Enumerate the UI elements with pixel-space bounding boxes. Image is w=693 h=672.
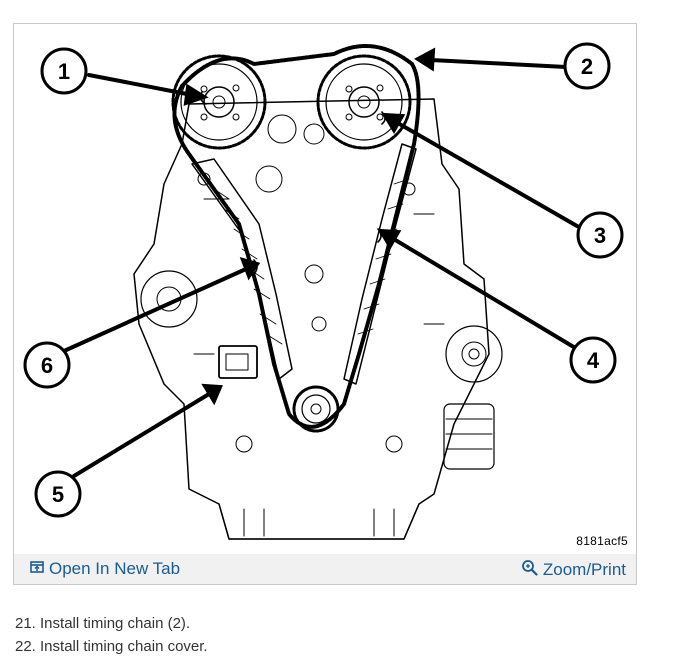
tensioner-pulley <box>445 325 503 383</box>
timing-chain-diagram: 1 2 3 4 5 6 <box>23 42 624 540</box>
water-pump-body <box>140 270 198 328</box>
zoom-print-label: Zoom/Print <box>542 560 626 579</box>
oil-filter <box>443 403 495 470</box>
crankshaft-sprocket <box>292 385 340 433</box>
step-21: 21. Install timing chain (2). <box>15 615 191 632</box>
left-cam-sprocket <box>171 54 267 150</box>
oil-pan <box>218 503 420 540</box>
callout-4-label: 4 <box>587 348 600 373</box>
magnifier-icon <box>521 559 538 581</box>
arrow-5 <box>201 383 223 406</box>
arrow-2 <box>414 47 436 72</box>
callout-3-circle <box>576 211 624 259</box>
callout-4-circle <box>569 336 617 384</box>
callout-6-circle <box>23 341 71 389</box>
open-in-new-tab-link[interactable]: Open In New Tab <box>30 559 180 579</box>
figure-code: 8181acf5 <box>576 534 628 548</box>
arrow-4 <box>377 228 402 250</box>
callout-2-circle <box>563 42 611 90</box>
right-chain-guide <box>343 143 417 385</box>
open-in-new-tab-icon <box>30 559 44 579</box>
arrow-6 <box>239 256 261 281</box>
figure-toolbar: Open In New Tab Zoom/Print <box>14 554 636 584</box>
chain-tensioner <box>218 345 258 379</box>
timing-chain <box>172 44 421 429</box>
left-chain-guide <box>191 158 293 380</box>
instruction-steps: 21. Install timing chain (2). 22. Instal… <box>15 612 208 658</box>
zoom-print-link[interactable]: Zoom/Print <box>521 559 626 581</box>
figure-frame: 1 2 3 4 5 6 8181acf5 Open In New Tab <box>13 23 637 585</box>
arrow-3 <box>381 112 406 134</box>
right-cam-sprocket <box>316 54 412 150</box>
arrow-1 <box>183 83 209 106</box>
engine-block-outline <box>133 98 490 540</box>
callout-3-label: 3 <box>594 223 606 248</box>
callout-1-label: 1 <box>58 59 70 84</box>
open-in-new-tab-label: Open In New Tab <box>49 559 181 578</box>
step-22: 22. Install timing chain cover. <box>15 638 208 655</box>
callout-5-label: 5 <box>52 482 64 507</box>
callout-1-circle <box>40 47 88 95</box>
callout-5-circle <box>34 470 82 518</box>
callout-6-label: 6 <box>41 353 53 378</box>
callout-2-label: 2 <box>581 54 593 79</box>
